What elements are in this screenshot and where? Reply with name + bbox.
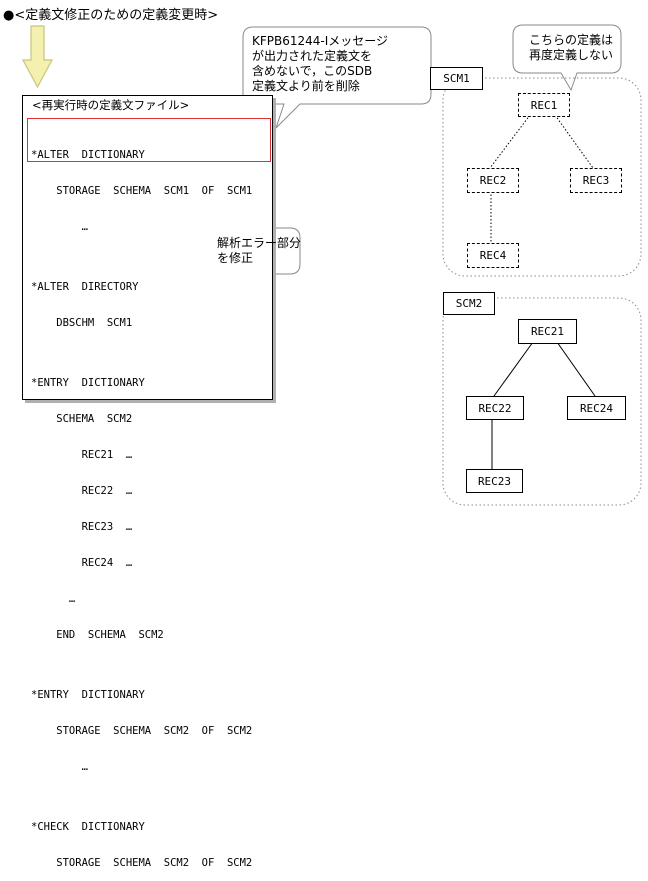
node-rec2: REC2 [467, 168, 519, 193]
down-arrow-icon [21, 25, 54, 89]
callout-delete-text: KFPB61244-Iメッセージ が出力された定義文を 含めないで，このSDB … [252, 34, 389, 93]
edge-rec1-rec2 [489, 114, 531, 169]
definition-file-box [22, 95, 273, 400]
callout-noredefine-text: こちらの定義は 再度定義しない [529, 33, 614, 62]
node-rec23: REC23 [466, 469, 523, 493]
code-line: REC23 … [31, 521, 133, 533]
scm2-region [442, 297, 642, 506]
scm1-label: SCM1 [430, 67, 483, 90]
code-line: *CHECK DICTIONARY [31, 821, 145, 833]
code-line: … [31, 761, 88, 773]
code-line: STORAGE SCHEMA SCM1 OF SCM1 [31, 185, 253, 197]
node-rec1: REC1 [518, 93, 570, 117]
page-heading: ●<定義文修正のための定義変更時> [3, 8, 219, 23]
code-line: … [31, 593, 76, 605]
code-line: REC22 … [31, 485, 133, 497]
node-rec22: REC22 [466, 396, 524, 420]
edge-rec1-rec3 [554, 114, 594, 169]
code-line: SCHEMA SCM2 [31, 413, 133, 425]
code-line: *ENTRY DICTIONARY [31, 689, 145, 701]
code-line: *ALTER DICTIONARY [31, 149, 145, 161]
code-line: DBSCHM SCM1 [31, 317, 133, 329]
callout-noredef-bubble [512, 24, 622, 92]
node-rec21: REC21 [518, 319, 577, 344]
edge-rec21-rec22 [493, 341, 534, 397]
code-line: … [31, 221, 88, 233]
callout-delete-bubble [242, 26, 432, 129]
code-line: STORAGE SCHEMA SCM2 OF SCM2 [31, 857, 253, 869]
code-line: REC24 … [31, 557, 133, 569]
callout-fix-text: 解析エラー部分 を修正 [217, 236, 302, 265]
code-line: STORAGE SCHEMA SCM2 OF SCM2 [31, 725, 253, 737]
code-line: END SCHEMA SCM2 [31, 629, 164, 641]
node-rec24: REC24 [567, 396, 626, 420]
node-rec4: REC4 [467, 243, 519, 268]
code-line: *ALTER DIRECTORY [31, 281, 139, 293]
delete-highlight-box [27, 118, 271, 162]
definition-file-title: <再実行時の定義文ファイル> [32, 98, 190, 112]
edge-rec21-rec24 [556, 341, 596, 397]
node-rec3: REC3 [570, 168, 622, 193]
code-line: *ENTRY DICTIONARY [31, 377, 145, 389]
code-line: REC21 … [31, 449, 133, 461]
scm2-label: SCM2 [443, 292, 495, 315]
scm1-region [442, 77, 642, 277]
